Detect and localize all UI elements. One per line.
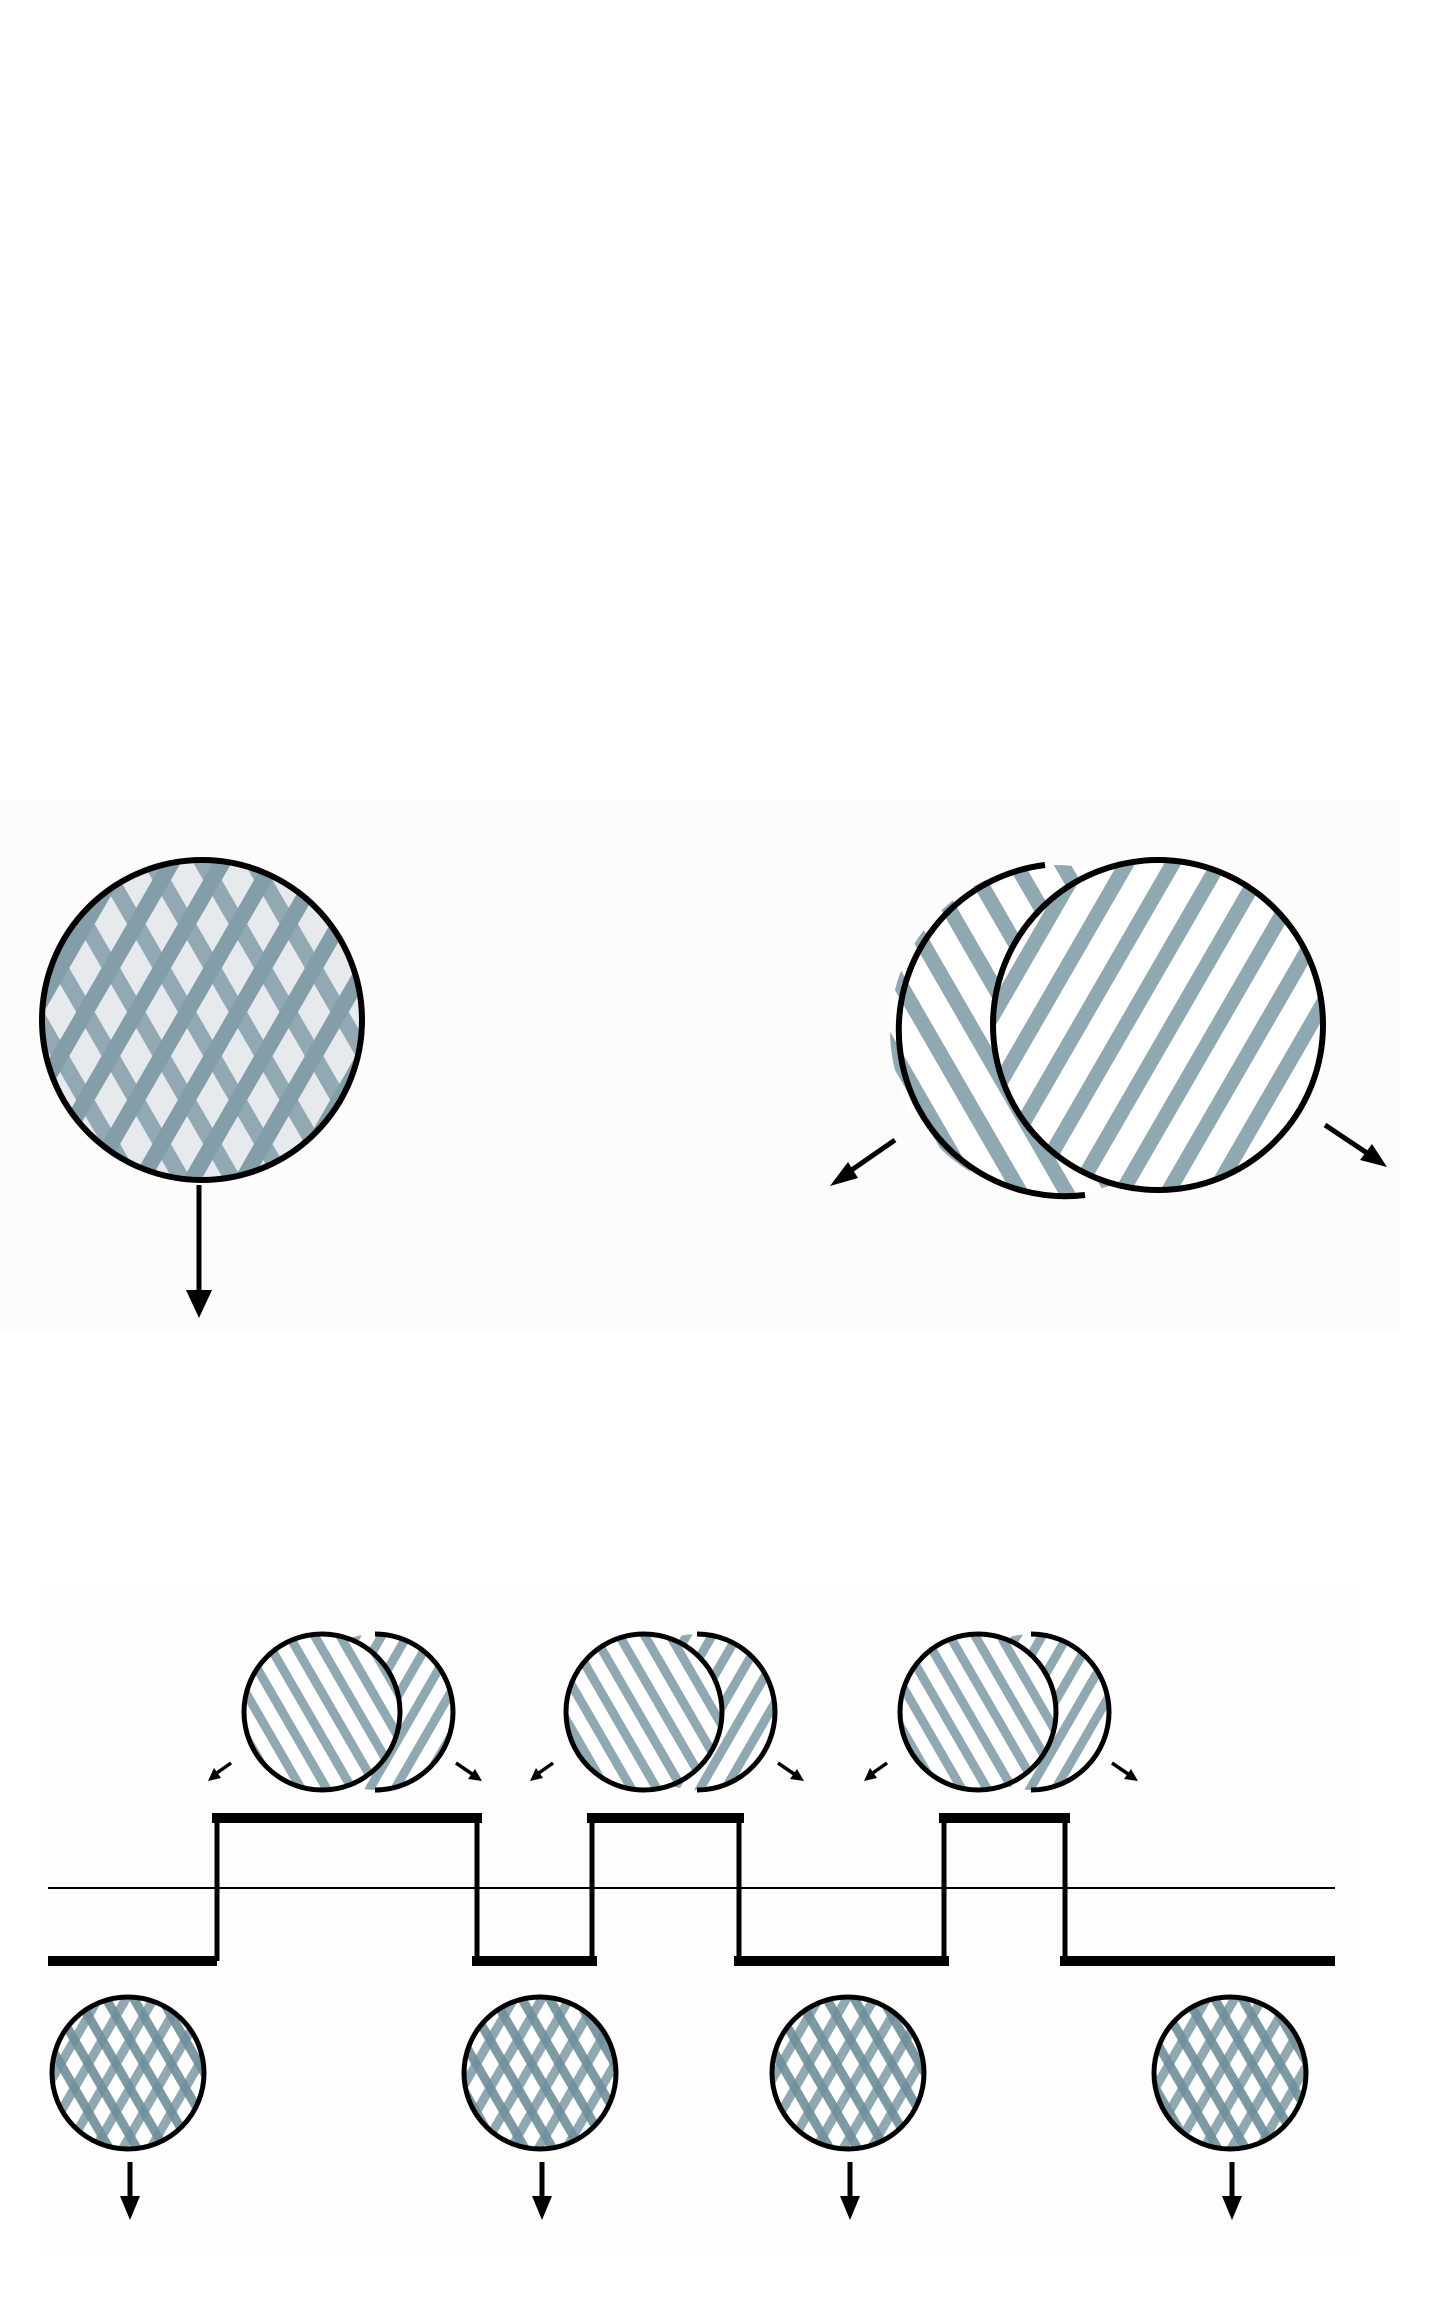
low-state-icon-3 (769, 1994, 927, 2220)
split-striped-circles-icon (890, 857, 1326, 1200)
down-right-arrow-icon (1323, 1122, 1387, 1167)
high-state-icon-3 (864, 1631, 1138, 1793)
low-state-icon-4 (1151, 1994, 1309, 2220)
low-state-icon-1 (49, 1994, 207, 2220)
down-arrow-icon (186, 1185, 212, 1318)
down-left-arrow-icon (830, 1137, 897, 1186)
high-state-icon-2 (530, 1631, 804, 1793)
high-state-icon-1 (208, 1631, 482, 1793)
crosshatched-circle-icon (39, 857, 365, 1183)
low-state-icon-2 (461, 1994, 619, 2220)
signal-waveform (48, 1813, 1335, 1966)
